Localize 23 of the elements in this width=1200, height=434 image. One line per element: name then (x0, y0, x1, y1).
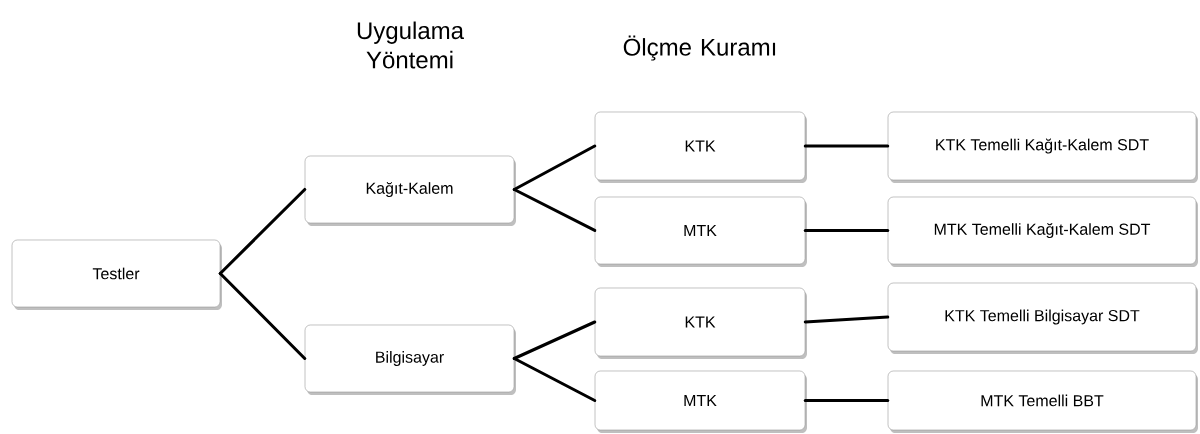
heading: Uygulama Yöntemi (357, 21, 464, 69)
connector-line (218, 271, 307, 361)
text-box: KTK (594, 111, 807, 183)
connector-line (803, 315, 890, 324)
text-box: Testler (11, 239, 222, 310)
connector-line (803, 398, 890, 403)
connector-line (803, 228, 890, 233)
text-box: KTK Temelli Kağıt-Kalem SDT (887, 111, 1198, 183)
connector-line (512, 356, 597, 403)
text-box: KTK Temelli Bilgisayar SDT (887, 282, 1198, 354)
connector-line (512, 187, 597, 233)
text-box: MTK Temelli BBT (887, 370, 1198, 433)
connector-line (512, 144, 597, 192)
connector-line (512, 320, 597, 361)
heading: Ölçme Kuramı (623, 35, 776, 61)
text-box: MTK Temelli Kağıt-Kalem SDT (887, 196, 1198, 267)
text-box: Bilgisayar (304, 324, 516, 395)
connector-line (218, 187, 307, 276)
text-box: MTK (594, 370, 807, 433)
connector-line (803, 144, 890, 148)
text-box: Kağıt-Kalem (304, 155, 516, 226)
text-box: KTK (594, 287, 807, 359)
text-box: MTK (594, 196, 807, 267)
